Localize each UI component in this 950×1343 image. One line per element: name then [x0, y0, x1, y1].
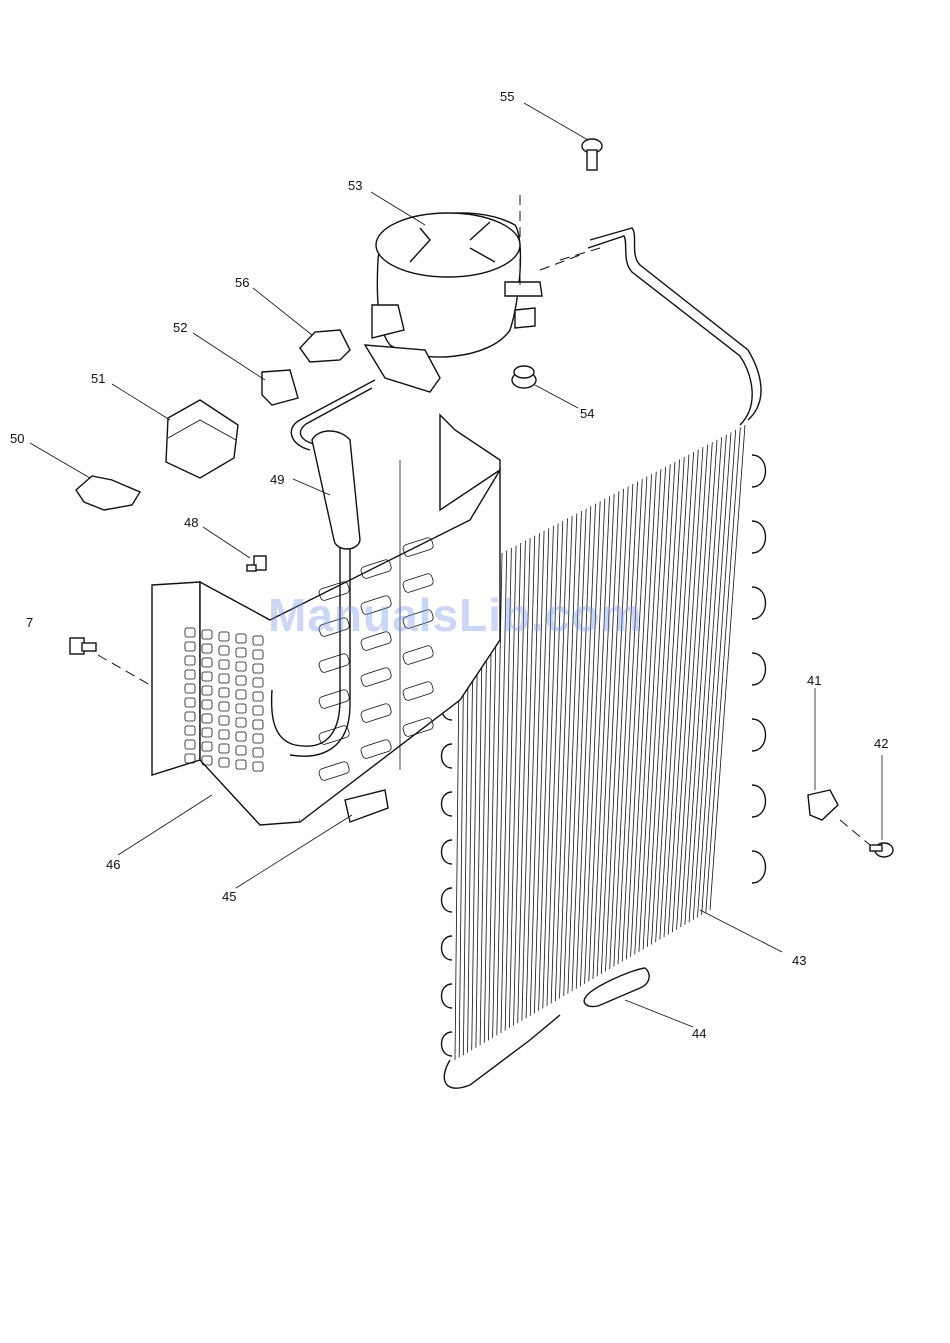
callout-43: 43 [792, 953, 806, 968]
callout-52: 52 [173, 320, 187, 335]
grommet-part-54 [512, 366, 536, 388]
screw-part-42 [870, 843, 893, 857]
callout-46: 46 [106, 857, 120, 872]
condenser-coil [442, 228, 766, 1088]
condenser-loop-right [752, 521, 766, 553]
condenser-wire [656, 457, 685, 942]
condenser-wire [601, 489, 623, 974]
compressor [365, 195, 580, 392]
overload-protector-part-51 [166, 400, 238, 478]
condenser-loop-left [442, 984, 453, 1008]
condenser-wire [593, 494, 614, 979]
condenser-loop-right [752, 851, 766, 883]
callout-55: 55 [500, 89, 514, 104]
bracket-part-45 [345, 790, 388, 822]
condenser-loop-left [442, 744, 453, 768]
condenser-loop-left [442, 1032, 453, 1056]
callout-53: 53 [348, 178, 362, 193]
condenser-wire [585, 499, 605, 984]
condenser-wire [693, 435, 726, 920]
screw-part-55 [582, 139, 602, 170]
callout-47: 7 [26, 615, 33, 630]
condenser-wire [697, 432, 731, 917]
callout-42: 42 [874, 736, 888, 751]
condenser-wire [668, 450, 698, 935]
condenser-loop-right [752, 785, 766, 817]
callout-49: 49 [270, 472, 284, 487]
condenser-wire [589, 496, 610, 981]
screw-part-47 [70, 638, 96, 654]
relay-cover-part-56 [300, 330, 350, 362]
condenser-loop-right [752, 719, 766, 751]
callout-45: 45 [222, 889, 236, 904]
condenser-wire [597, 491, 619, 976]
condenser-loop-right [752, 587, 766, 619]
condenser-wire [647, 462, 675, 947]
condenser-loop-left [442, 792, 453, 816]
condenser-loop-left [442, 936, 453, 960]
callout-50: 50 [10, 431, 24, 446]
relay-part-52 [262, 370, 298, 405]
condenser-loop-left [442, 840, 453, 864]
condenser-wire [702, 430, 736, 915]
condenser-loop-left [442, 888, 453, 912]
condenser-wire [706, 427, 741, 912]
callout-51: 51 [91, 371, 105, 386]
screw-part-48 [247, 556, 266, 571]
condenser-wire [643, 464, 670, 949]
callout-56: 56 [235, 275, 249, 290]
condenser-wire [672, 447, 703, 932]
clamp-part-41 [808, 790, 838, 820]
condenser-wire [689, 437, 722, 922]
callout-44: 44 [692, 1026, 706, 1041]
condenser-wire [710, 425, 745, 910]
condenser-loop-right [752, 653, 766, 685]
callout-54: 54 [580, 406, 594, 421]
manualslib-watermark: ManualsLib.com [268, 588, 698, 642]
callout-48: 48 [184, 515, 198, 530]
condenser-wire [651, 459, 679, 944]
condenser-outlet-tube [444, 1015, 560, 1088]
condenser-loop-right [752, 455, 766, 487]
drier-part-44 [584, 968, 649, 1007]
condenser-wire [677, 445, 708, 930]
callout-41: 41 [807, 673, 821, 688]
clip-part-50 [76, 476, 140, 510]
